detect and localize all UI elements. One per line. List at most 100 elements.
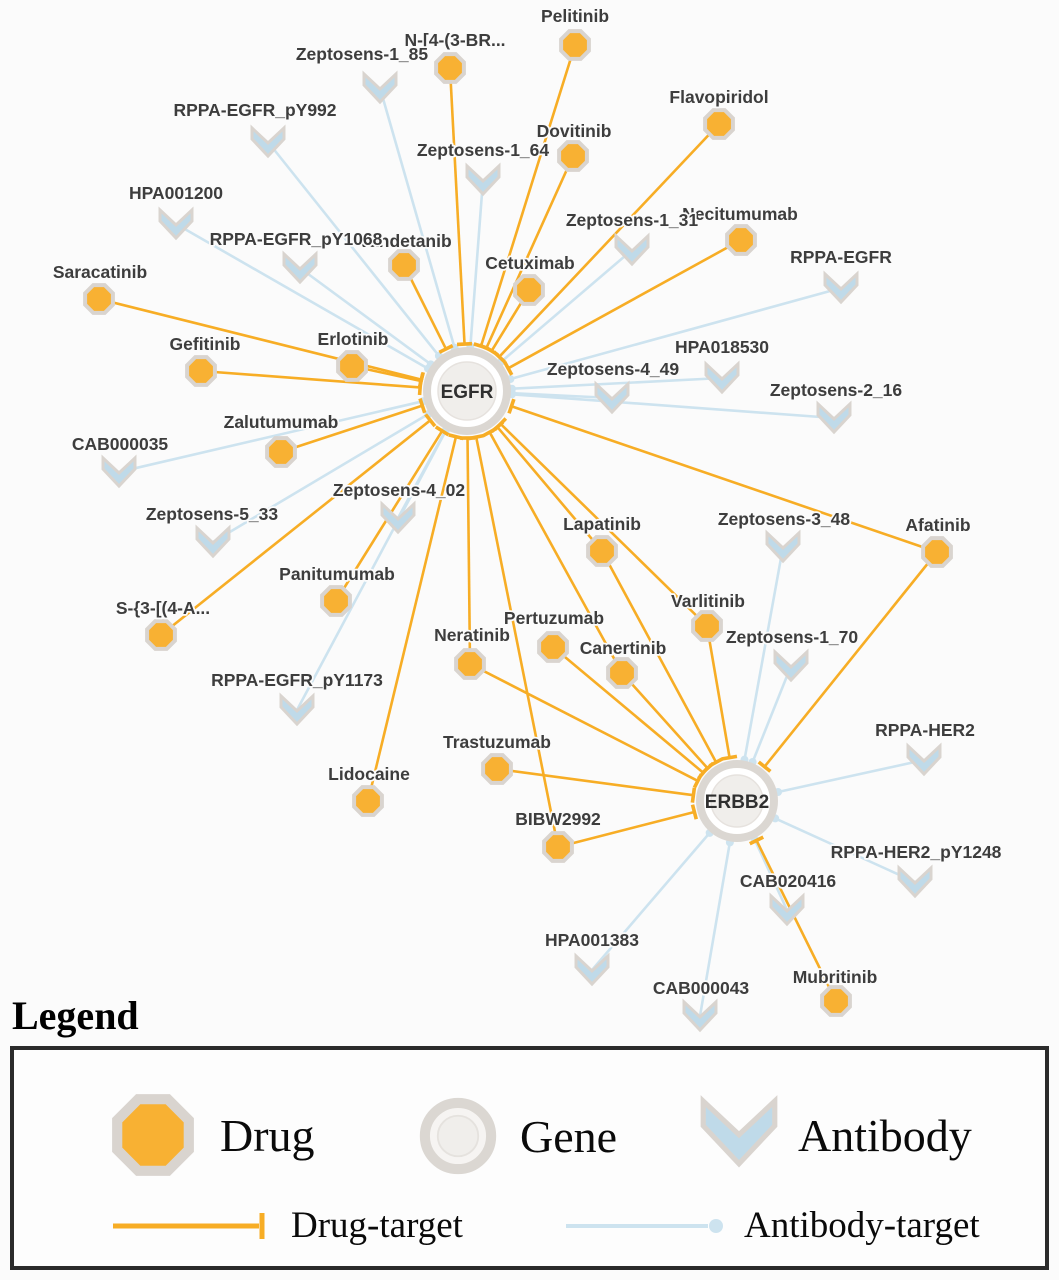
legend-antibody-target-label: Antibody-target [744, 1205, 980, 1246]
drug-node[interactable] [725, 224, 757, 256]
inhibition-tee [484, 345, 499, 357]
drug-target-edge [507, 238, 742, 370]
drug-node[interactable] [320, 585, 352, 617]
antibody-target-edge [774, 817, 916, 884]
drug-node[interactable] [388, 249, 420, 281]
antibody-icon [700, 1095, 778, 1168]
antibody-node[interactable] [101, 454, 137, 489]
drug-label: Canertinib [580, 638, 667, 658]
drug-target-edge [705, 625, 731, 758]
drug-node[interactable] [454, 648, 486, 680]
drug-node[interactable] [921, 536, 953, 568]
drug-node[interactable] [820, 985, 852, 1017]
antibody-node[interactable] [362, 70, 398, 105]
drug-target-edge [160, 419, 432, 637]
drug-target-edge-icon [113, 1212, 265, 1239]
antibody-node[interactable] [773, 648, 809, 683]
antibody-node[interactable] [765, 529, 801, 564]
drug-node[interactable] [352, 785, 384, 817]
drug-node[interactable] [481, 753, 513, 785]
legend-title: Legend [12, 993, 139, 1038]
drug-node[interactable] [336, 350, 368, 382]
drug-label: Gefitinib [170, 334, 241, 354]
antibody-node[interactable] [823, 270, 859, 305]
antibody-node[interactable] [380, 500, 416, 535]
edge-layer [98, 44, 939, 1017]
drug-target-edge [498, 123, 720, 358]
antibody-label: Zeptosens-1_64 [417, 140, 550, 160]
antibody-node[interactable] [279, 692, 315, 727]
drug-node[interactable] [557, 140, 589, 172]
antibody-node[interactable] [769, 892, 805, 927]
antibody-target-edge [511, 376, 723, 391]
inhibition-tee [418, 397, 427, 414]
antibody-node[interactable] [594, 380, 630, 415]
drug-target-edge [600, 550, 718, 763]
drug-label: Varlitinib [671, 591, 745, 611]
antibody-node[interactable] [158, 206, 194, 241]
antibody-node[interactable] [282, 250, 318, 285]
antibody-target-edge [469, 179, 485, 347]
drug-target-edge [485, 155, 575, 349]
antibody-node[interactable] [816, 400, 852, 435]
antibody-label: Zeptosens-4_49 [547, 359, 680, 379]
inhibition-tee [690, 787, 697, 803]
legend-item-gene: Gene [412, 1090, 617, 1182]
antibody-label: CAB020416 [740, 871, 837, 891]
antibody-label: CAB000043 [653, 978, 750, 998]
drug-label: N-[4-(3-BR... [404, 30, 505, 50]
drug-node[interactable] [542, 831, 574, 863]
inhibition-tee [448, 433, 464, 441]
inhibition-tee [468, 433, 484, 441]
drug-label: Zalutumumab [224, 412, 339, 432]
inhibition-tee [424, 413, 437, 428]
drug-node[interactable] [434, 52, 466, 84]
inhibition-tee [757, 760, 772, 773]
drug-node[interactable] [513, 274, 545, 306]
gene-node[interactable] [423, 347, 511, 435]
drug-target-edge [479, 44, 577, 347]
drug-node[interactable] [265, 436, 297, 468]
drug-target-edge [621, 672, 709, 770]
drug-target-edge [466, 437, 472, 665]
drug-target-edge [511, 405, 938, 554]
gene-label: ERBB2 [705, 792, 769, 813]
drug-node[interactable] [537, 631, 569, 663]
gene-node[interactable] [696, 760, 778, 842]
drug-node[interactable] [703, 108, 735, 140]
drug-label: Pelitinib [541, 6, 609, 26]
drug-node[interactable] [691, 610, 723, 642]
antibody-label: RPPA-HER2_pY1248 [831, 842, 1002, 862]
drug-target-edge [552, 646, 705, 774]
antibody-node[interactable] [250, 124, 286, 159]
drug-node[interactable] [83, 283, 115, 315]
inhibition-tee [690, 804, 698, 820]
antibody-target-edge [266, 141, 440, 357]
drug-node[interactable] [559, 29, 591, 61]
legend-antibody-label: Antibody [798, 1109, 972, 1161]
antibody-node[interactable] [704, 360, 740, 395]
drug-node[interactable] [185, 355, 217, 387]
antibody-target-edge [118, 399, 424, 474]
inhibition-tee [502, 360, 514, 376]
drug-label: Necitumumab [682, 204, 798, 224]
drug-node[interactable] [586, 535, 618, 567]
drug-label: Trastuzumab [443, 732, 551, 752]
antibody-node[interactable] [682, 998, 718, 1033]
antibody-node[interactable] [897, 864, 933, 899]
antibody-node[interactable] [614, 232, 650, 267]
antibody-target-edge [299, 266, 432, 366]
drug-label: Cetuximab [485, 253, 574, 273]
drug-target-edge [496, 767, 694, 797]
antibody-node[interactable] [465, 162, 501, 197]
antibody-target-edge [511, 393, 835, 420]
drug-target-edge [763, 551, 939, 768]
antibody-node[interactable] [574, 952, 610, 987]
drug-target-edge [488, 431, 624, 674]
antibody-node[interactable] [906, 742, 942, 777]
drug-label: Mubritinib [793, 967, 878, 987]
drug-node[interactable] [145, 619, 177, 651]
drug-node[interactable] [606, 657, 638, 689]
antibody-node[interactable] [195, 524, 231, 559]
